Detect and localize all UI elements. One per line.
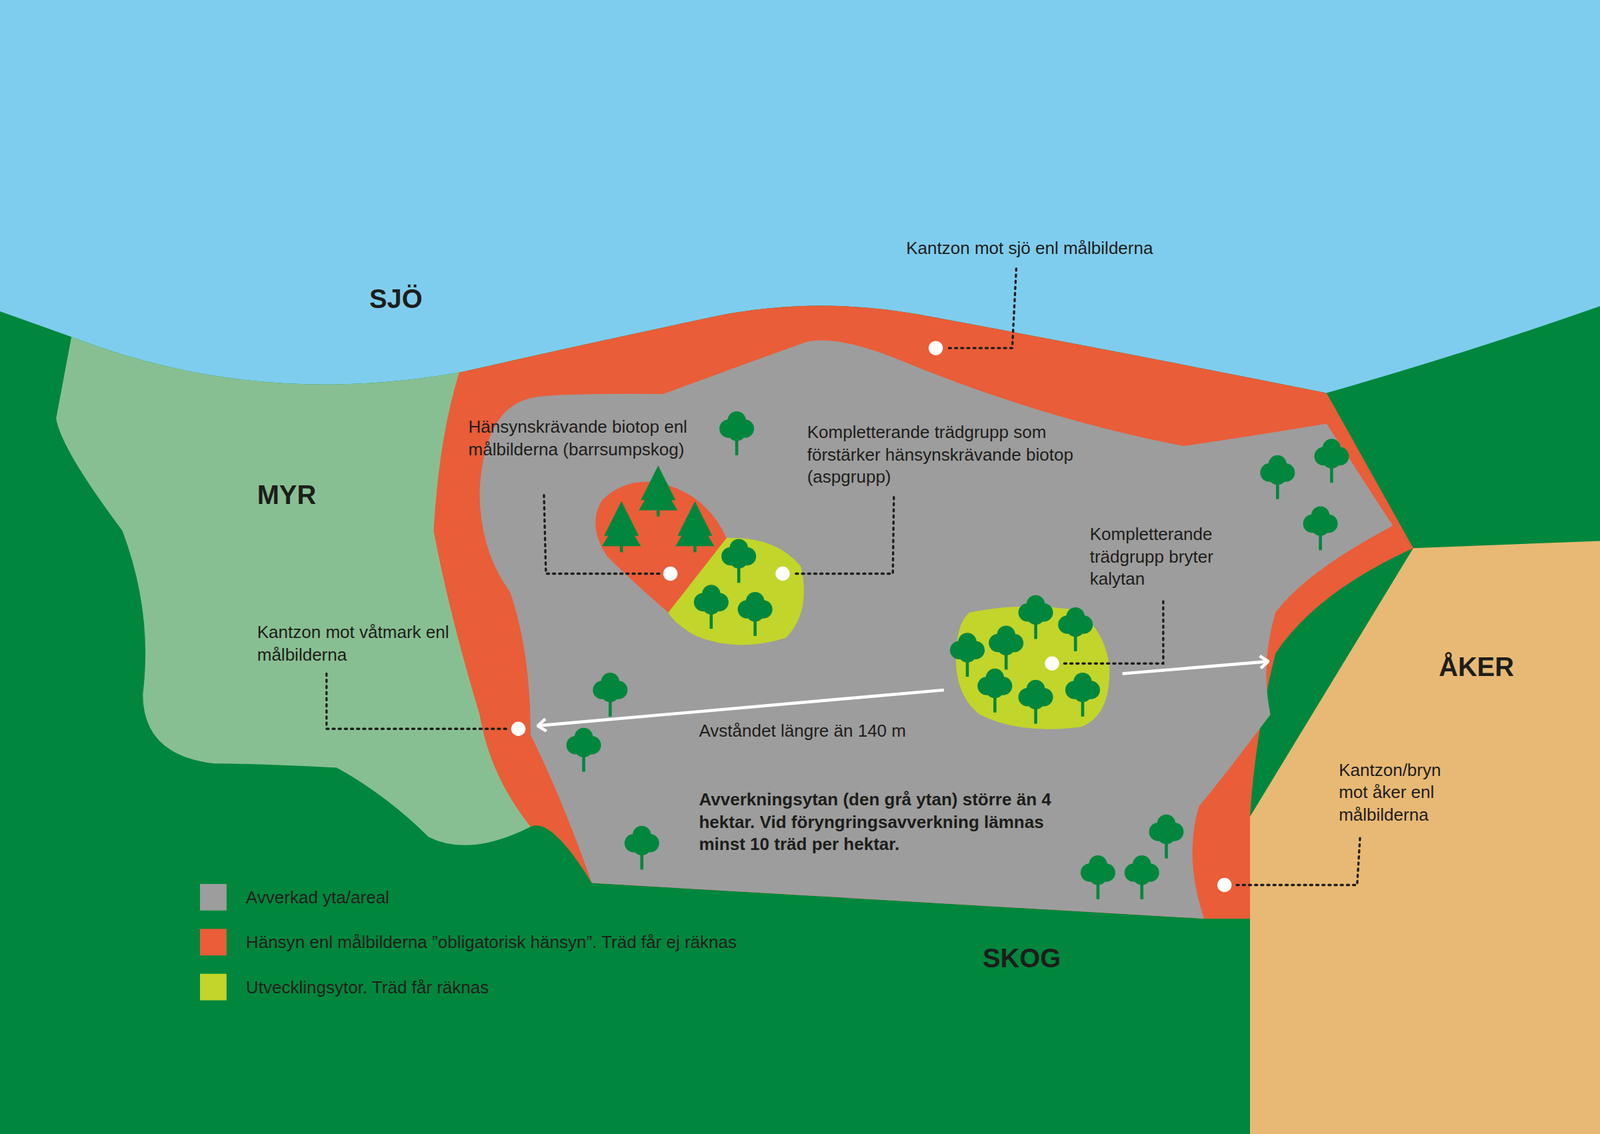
callout-text: Kompletterande trädgrupp bryter kalytan	[1090, 523, 1259, 591]
distance-label: Avståndet längre än 140 m	[696, 720, 910, 744]
field-name: ÅKER	[1438, 651, 1514, 682]
legend-swatch	[200, 884, 227, 911]
legend-swatch	[200, 974, 227, 1001]
lake-name: SJÖ	[369, 284, 423, 315]
callout-text: Hänsynskrävande biotop enl målbilderna (…	[468, 416, 688, 462]
callout-text: Kompletterande trädgrupp som förstärker …	[807, 421, 1119, 489]
legend-text: Avverkad yta/areal	[246, 887, 390, 910]
wetland-name: MYR	[257, 480, 316, 511]
legend-text: Hänsyn enl målbilderna ”obligatorisk hän…	[246, 932, 737, 955]
area-note: Avverkningsytan (den grå ytan) större än…	[698, 789, 1092, 857]
distance-arrows	[538, 661, 1269, 726]
legend-swatch	[200, 928, 227, 956]
trees	[566, 411, 1349, 900]
forest-name: SKOG	[982, 943, 1061, 974]
callout-text: Kantzon mot sjö enl målbilderna	[906, 238, 1153, 261]
leader-lines	[326, 267, 1360, 885]
callout-text: Kantzon/bryn mot åker enl målbilderna	[1338, 759, 1466, 827]
callout-text: Kantzon mot våtmark enl målbilderna	[257, 621, 472, 666]
legend-text: Utvecklingsytor. Träd får räknas	[246, 976, 489, 1000]
